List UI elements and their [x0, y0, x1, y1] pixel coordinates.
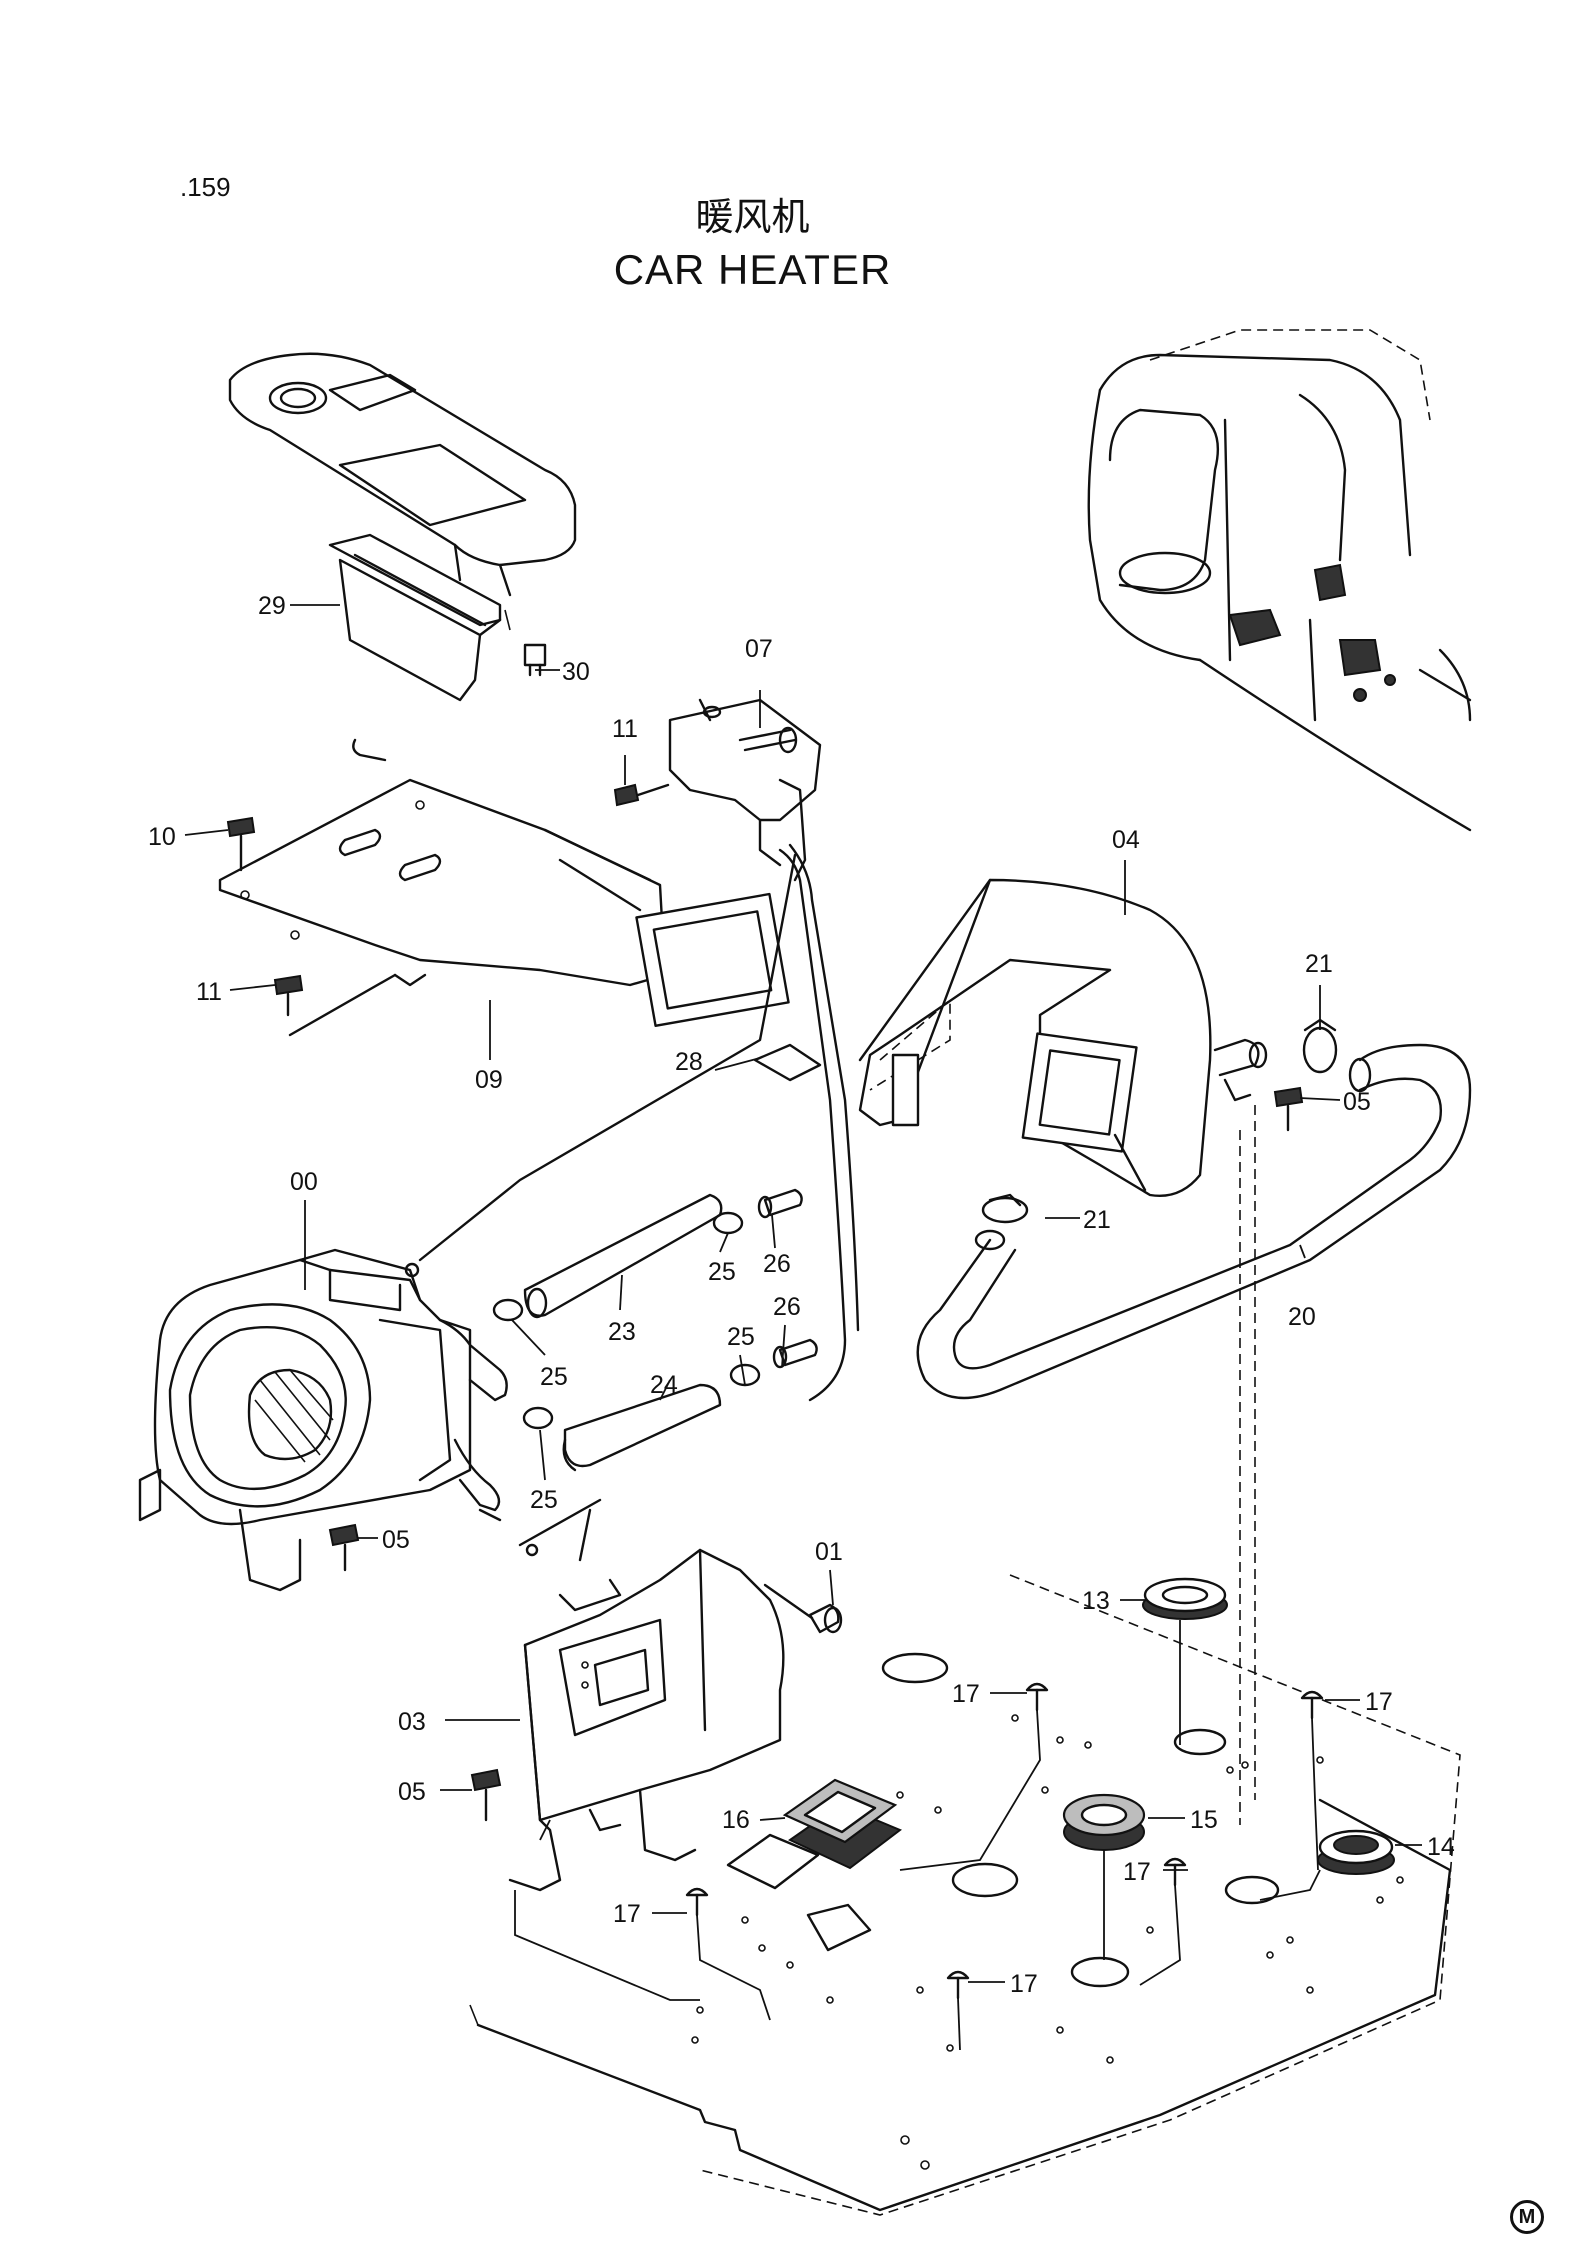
page-number: .159	[180, 172, 231, 202]
nipples-26	[757, 1188, 818, 1369]
callout-11-valve: 11	[612, 715, 638, 743]
heater-hose-20	[916, 1043, 1472, 1400]
callout-05-housing: 05	[398, 1778, 426, 1806]
callout-15: 15	[1190, 1806, 1218, 1834]
defroster-duct-09	[218, 738, 790, 1027]
bolt-05-heater	[328, 1523, 360, 1572]
bolt-11-valve	[613, 783, 670, 807]
callout-17-a: 17	[952, 1680, 980, 1708]
callout-24: 24	[650, 1371, 678, 1399]
callout-labels: 29 30 07 11 10 11 09 28 04 21 05 21 00 2…	[148, 592, 1455, 1998]
callout-29: 29	[258, 592, 286, 620]
fan-housing-03	[508, 1548, 785, 1892]
control-cables	[404, 843, 860, 1562]
manufacturer-mark: M	[1510, 2200, 1544, 2234]
callout-11-duct: 11	[196, 978, 222, 1006]
grommet-13	[1142, 1577, 1228, 1620]
air-duct-04	[858, 878, 1268, 1197]
callout-03: 03	[398, 1708, 426, 1736]
bolt-10	[226, 816, 256, 872]
callout-17-b: 17	[1365, 1688, 1393, 1716]
callout-05-duct: 05	[1343, 1088, 1371, 1116]
hose-24	[562, 1383, 722, 1472]
title-english: CAR HEATER	[613, 246, 892, 293]
assembly-center-lines	[514, 1105, 1321, 2001]
screws-17	[685, 1682, 1324, 2051]
heater-unit-00	[138, 1248, 508, 1592]
water-valve-07	[668, 698, 822, 882]
title-chinese: 暖风机	[695, 195, 810, 239]
leader-lines	[184, 604, 1422, 1983]
callout-13: 13	[1082, 1587, 1110, 1615]
callout-07: 07	[745, 635, 773, 663]
callout-25-c: 25	[727, 1323, 755, 1351]
hose-23	[523, 1193, 723, 1319]
storage-box-29	[328, 533, 547, 702]
callout-30: 30	[562, 658, 590, 686]
callout-25-a: 25	[708, 1258, 736, 1286]
callout-17-d: 17	[613, 1900, 641, 1928]
callout-25-d: 25	[530, 1486, 558, 1514]
callout-04: 04	[1112, 826, 1140, 854]
callout-26-a: 26	[763, 1250, 791, 1278]
callout-23: 23	[608, 1318, 636, 1346]
grommet-16	[782, 1778, 902, 1870]
callout-16: 16	[722, 1806, 750, 1834]
callout-26-b: 26	[773, 1293, 801, 1321]
bolt-01	[763, 1583, 843, 1634]
cab-location-view	[1087, 329, 1472, 832]
bolt-11-duct	[273, 973, 397, 1037]
callout-21-upper: 21	[1305, 950, 1333, 978]
callout-01: 01	[815, 1538, 843, 1566]
callout-20: 20	[1288, 1303, 1316, 1331]
console-top-cover	[228, 352, 577, 597]
grommet-14	[1317, 1829, 1395, 1875]
bolt-05-housing	[470, 1768, 502, 1822]
callout-14: 14	[1427, 1833, 1455, 1861]
hose-clamp-21-lower	[981, 1193, 1029, 1224]
callout-09: 09	[475, 1066, 503, 1094]
callout-28: 28	[675, 1048, 703, 1076]
callout-17-e: 17	[1010, 1970, 1038, 1998]
floor-plate	[469, 1574, 1461, 2216]
callout-00: 00	[290, 1168, 318, 1196]
callout-17-c: 17	[1123, 1858, 1151, 1886]
callout-10: 10	[148, 823, 176, 851]
callout-25-b: 25	[540, 1363, 568, 1391]
callout-05-heater: 05	[382, 1526, 410, 1554]
callout-21-lower: 21	[1083, 1206, 1111, 1234]
bolt-05-duct	[1273, 1086, 1304, 1132]
grommet-15	[1062, 1793, 1146, 1851]
clamps-25	[492, 1211, 761, 1430]
